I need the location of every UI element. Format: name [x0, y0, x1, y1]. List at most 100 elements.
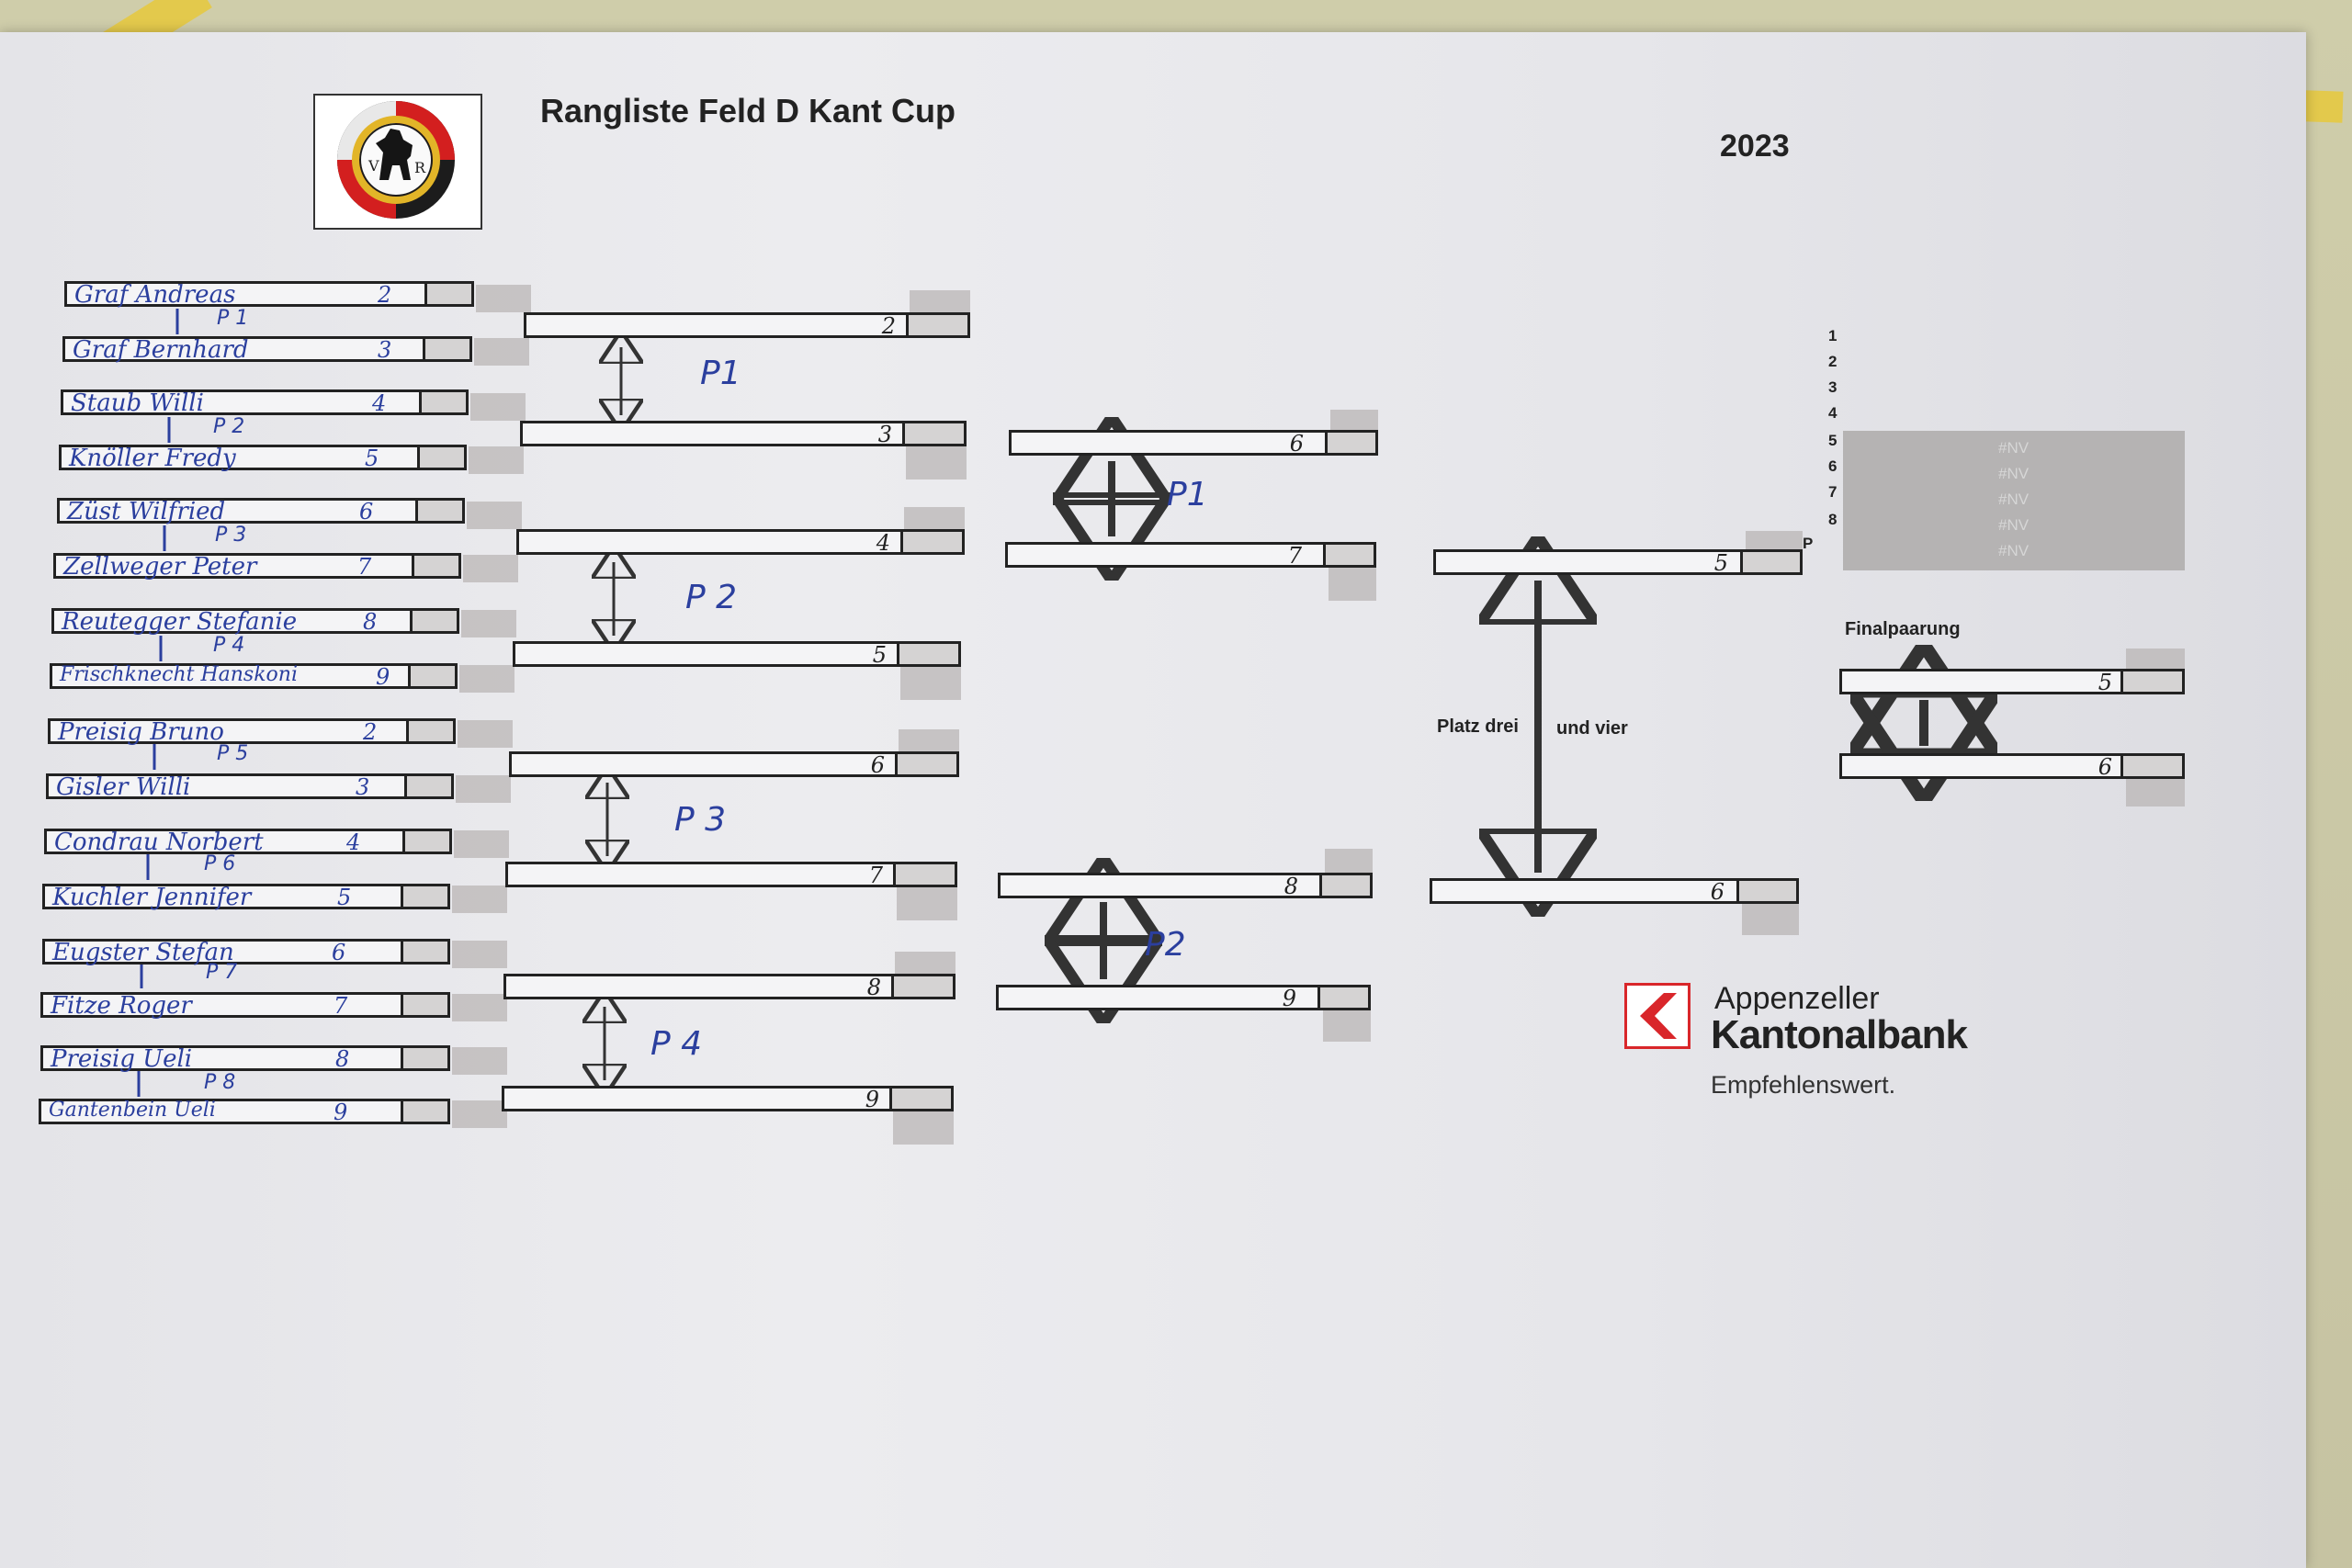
round2-slot-3: 4 — [516, 529, 965, 556]
round2-slot-6: 7 — [505, 862, 957, 888]
score-field — [902, 423, 964, 444]
sponsor-name-line2: Kantonalbank — [1711, 1012, 1968, 1057]
pairing-label: P 8 — [204, 1071, 236, 1094]
round4-slot-1: 5 — [1433, 549, 1803, 576]
slot-number: 2 — [881, 313, 896, 339]
player-name: Graf Andreas — [74, 281, 236, 309]
rank-number: 2 — [1828, 353, 1838, 370]
player-seed: 2 — [378, 282, 392, 308]
score-field — [1740, 552, 1800, 572]
shade-block — [459, 665, 514, 693]
slot-number: 6 — [1710, 879, 1724, 905]
pairing-label: P 3 — [215, 524, 247, 547]
player-seed: 8 — [363, 609, 378, 635]
score-field — [401, 942, 447, 962]
shade-block — [456, 775, 511, 803]
score-field — [906, 315, 967, 335]
slot-number: 6 — [870, 752, 885, 778]
score-field — [897, 644, 958, 664]
score-field — [408, 666, 455, 686]
shade-block — [452, 941, 507, 968]
shade-block — [893, 1111, 954, 1145]
club-logo: V R — [313, 94, 482, 230]
score-field — [412, 556, 458, 576]
shade-block — [2126, 779, 2185, 807]
slot-number: 5 — [1713, 550, 1728, 576]
slot-number: 7 — [868, 863, 883, 888]
shade-block — [461, 610, 516, 637]
score-field — [895, 754, 956, 774]
player-name: Gisler Willi — [56, 773, 191, 801]
third-place-label-2: und vier — [1556, 718, 1628, 739]
player-seed: 5 — [337, 885, 352, 910]
rank-number: 3 — [1828, 378, 1838, 396]
player-seed: 4 — [346, 829, 361, 855]
shade-block — [469, 446, 524, 474]
page-title: Rangliste Feld D Kant Cup — [540, 92, 956, 130]
score-field — [893, 864, 955, 885]
shade-block — [1742, 904, 1799, 935]
rank-number: 4 — [1828, 404, 1838, 422]
score-field — [401, 995, 447, 1015]
player-seed: 7 — [334, 993, 348, 1019]
player-seed: 2 — [363, 719, 378, 745]
score-field — [410, 611, 457, 631]
round3-slot-1: 6 — [1009, 430, 1378, 457]
score-field — [401, 886, 447, 907]
score-field — [889, 1089, 951, 1109]
player-name: Graf Bernhard — [73, 336, 249, 364]
shade-block — [1330, 410, 1378, 430]
rank-number: 8 — [1828, 511, 1838, 528]
round4-slot-2: 6 — [1430, 878, 1799, 905]
round2-slot-4: 5 — [513, 641, 961, 668]
round2-pair-label: P1 — [700, 355, 741, 392]
score-field — [2120, 756, 2182, 776]
slot-number: 5 — [2098, 670, 2112, 695]
shade-block — [1325, 849, 1373, 873]
bank-logo-icon — [1624, 983, 1690, 1049]
player-name: Zellweger Peter — [63, 553, 257, 581]
player-name: Frischknecht Hanskoni — [60, 663, 298, 686]
rank-value: #NV — [1998, 542, 2030, 559]
score-field — [891, 976, 953, 997]
score-field — [401, 1101, 447, 1122]
ranking-result-area — [1843, 431, 2185, 570]
shade-block — [1329, 568, 1376, 601]
rank-value: #NV — [1998, 516, 2030, 534]
rank-number: 5 — [1828, 432, 1838, 449]
round3-pair-label: P1 — [1167, 476, 1208, 513]
shade-block — [476, 285, 531, 312]
score-field — [424, 284, 471, 304]
round2-slot-5: 6 — [509, 751, 959, 778]
round2-slot-8: 9 — [502, 1086, 954, 1112]
player-seed: 3 — [378, 337, 392, 363]
year-label: 2023 — [1720, 129, 1790, 164]
player-seed: 7 — [357, 554, 372, 580]
slot-number: 7 — [1287, 543, 1302, 569]
player-seed: 3 — [356, 774, 370, 800]
round2-pair-label: P 4 — [650, 1025, 703, 1063]
slot-number: 4 — [876, 530, 890, 556]
shade-block — [895, 952, 956, 974]
shade-block — [906, 446, 967, 479]
slot-number: 3 — [877, 422, 892, 447]
shade-block — [452, 886, 507, 913]
shade-block — [454, 830, 509, 858]
player-name: Gantenbein Ueli — [49, 1099, 216, 1122]
rank-value: #NV — [1998, 491, 2030, 508]
final-pairing-label: Finalpaarung — [1845, 619, 1961, 639]
sponsor-tagline: Empfehlenswert. — [1711, 1071, 1896, 1099]
score-field — [1319, 875, 1370, 896]
shade-block — [897, 887, 957, 920]
player-seed: 4 — [372, 390, 387, 416]
sponsor-name-line1: Appenzeller — [1714, 981, 1880, 1016]
slot-number: 9 — [865, 1087, 879, 1112]
score-field — [900, 532, 962, 552]
shade-block — [463, 555, 518, 582]
player-seed: 6 — [332, 940, 346, 965]
